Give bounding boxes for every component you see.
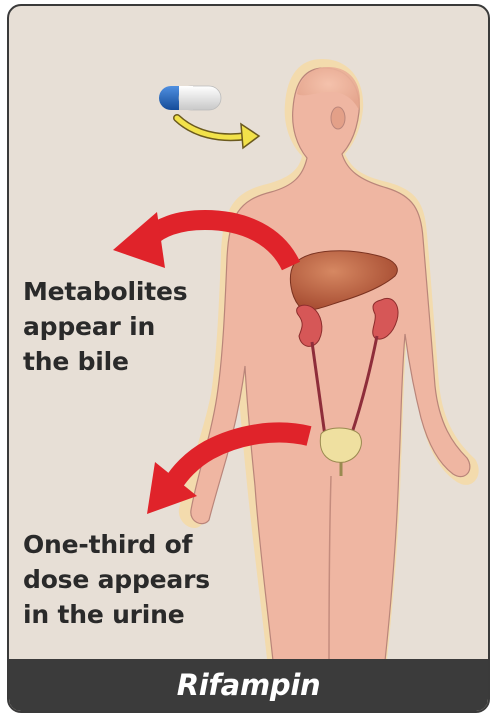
ear xyxy=(331,107,345,129)
bile-caption-line-2: appear in xyxy=(23,309,187,344)
human-body xyxy=(179,59,479,661)
urine-caption-line-3: in the urine xyxy=(23,597,210,632)
capsule-icon xyxy=(159,86,221,110)
footer-bar: Rifampin xyxy=(9,659,488,711)
swallow-arrow-icon xyxy=(177,118,259,148)
body-skin xyxy=(191,68,470,661)
bile-caption-line-1: Metabolites xyxy=(23,274,187,309)
bile-caption-line-3: the bile xyxy=(23,344,187,379)
urine-caption-line-1: One-third of xyxy=(23,527,210,562)
diagram-card: Metabolites appear in the bile One-third… xyxy=(7,4,490,713)
urine-caption-line-2: dose appears xyxy=(23,562,210,597)
drug-name-title: Rifampin xyxy=(177,668,321,702)
bile-caption: Metabolites appear in the bile xyxy=(23,274,187,379)
urine-caption: One-third of dose appears in the urine xyxy=(23,527,210,632)
